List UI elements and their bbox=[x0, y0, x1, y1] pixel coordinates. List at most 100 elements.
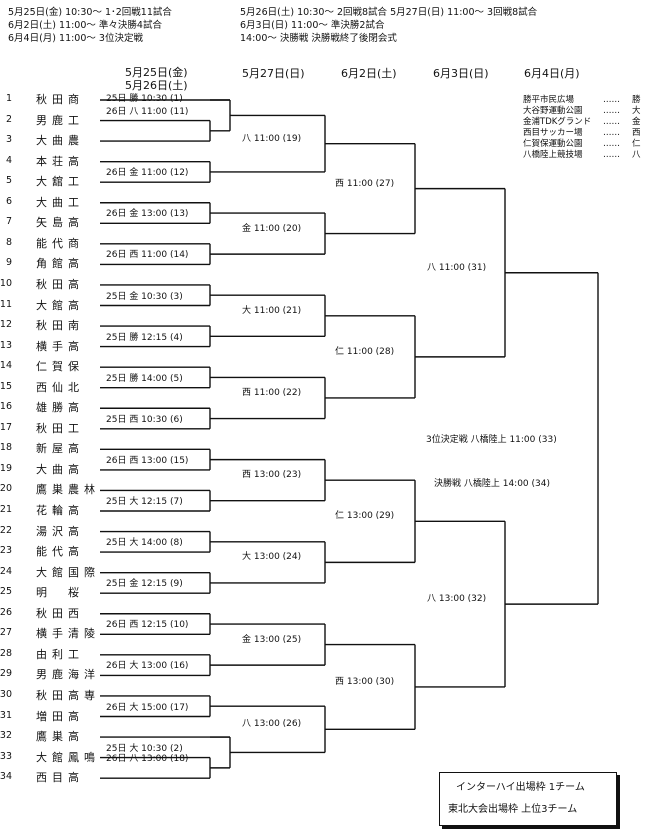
round1-match-label: 25日 勝 10:30 (1) bbox=[106, 94, 183, 104]
column-date-r1b: 5月26日(土) bbox=[125, 79, 188, 92]
venue-abbr: 大 bbox=[632, 106, 641, 116]
team-number: 28 bbox=[0, 647, 12, 659]
team-number: 27 bbox=[0, 627, 12, 639]
team-number: 22 bbox=[0, 524, 12, 536]
team-number: 24 bbox=[0, 565, 12, 577]
round1-match-label: 26日 西 13:00 (15) bbox=[106, 455, 189, 466]
team-number: 25 bbox=[0, 586, 12, 598]
round4-match-label: 八 11:00 (31) bbox=[427, 262, 487, 273]
round1-match-label: 26日 金 13:00 (13) bbox=[106, 209, 189, 220]
schedule-line-3: 6月4日(月) 11:00～ 3位決定戦 bbox=[8, 33, 143, 44]
venue-dots: …… bbox=[603, 117, 620, 127]
team-number: 3 bbox=[5, 134, 12, 146]
team-name: 西目高 bbox=[36, 771, 84, 785]
venue-name: 勝平市民広場 bbox=[523, 95, 575, 105]
team-number: 34 bbox=[0, 771, 12, 783]
team-name: 鷹巣高 bbox=[36, 730, 84, 744]
schedule-line-1: 5月25日(金) 10:30～ 1･2回戦11試合 bbox=[8, 7, 172, 18]
column-date-r5: 6月4日(月) bbox=[524, 67, 580, 80]
final-match: 決勝戦 八橋陸上 14:00 (34) bbox=[434, 479, 550, 489]
venue-dots: …… bbox=[603, 106, 620, 116]
team-number: 15 bbox=[0, 380, 12, 392]
team-name: 能代高 bbox=[36, 545, 84, 559]
team-name: 明 桜 bbox=[36, 586, 84, 600]
venue-name: 仁賀保運動公園 bbox=[523, 139, 583, 149]
round1-match-label: 25日 大 12:15 (7) bbox=[106, 497, 183, 507]
round3-match-label: 仁 11:00 (28) bbox=[335, 346, 395, 357]
venue-dots: …… bbox=[603, 139, 620, 149]
team-name: 男鹿工 bbox=[36, 113, 84, 127]
team-number: 18 bbox=[0, 442, 12, 454]
round1-match-label: 25日 勝 14:00 (5) bbox=[106, 373, 183, 384]
team-name: 横手高 bbox=[36, 339, 84, 353]
venue-name: 八橋陸上競技場 bbox=[523, 150, 583, 160]
team-number: 14 bbox=[0, 360, 12, 372]
round2-match-label: 西 13:00 (23) bbox=[242, 470, 302, 481]
round2-match-label: 大 11:00 (21) bbox=[242, 305, 302, 316]
team-number: 6 bbox=[5, 195, 12, 207]
schedule-line-5: 6月3日(日) 11:00～ 準決勝2試合 bbox=[240, 20, 385, 31]
column-date-r3: 6月2日(土) bbox=[341, 67, 397, 80]
team-name: 横手清陵 bbox=[36, 627, 100, 641]
team-name: 本荘高 bbox=[36, 154, 84, 168]
venue-abbr: 八 bbox=[632, 150, 641, 160]
team-number: 17 bbox=[0, 421, 12, 433]
round1-match-label: 26日 西 11:00 (14) bbox=[106, 250, 189, 261]
quota-box: インターハイ出場枠 1チーム 東北大会出場枠 上位3チーム bbox=[439, 772, 617, 826]
schedule-line-6: 14:00～ 決勝戦 決勝戦終了後閉会式 bbox=[240, 33, 397, 44]
team-name: 増田高 bbox=[36, 709, 84, 723]
team-number: 12 bbox=[0, 319, 12, 331]
third-place-match: 3位決定戦 八橋陸上 11:00 (33) bbox=[426, 435, 557, 445]
team-number: 4 bbox=[5, 154, 12, 166]
quota-interhigh: インターハイ出場枠 1チーム bbox=[456, 782, 585, 793]
team-name: 男鹿海洋 bbox=[36, 668, 100, 682]
round1-match-label: 26日 大 13:00 (16) bbox=[106, 661, 189, 672]
team-name: 大曲工 bbox=[36, 195, 84, 209]
team-name: 角館高 bbox=[36, 257, 84, 271]
team-name: 秋田南 bbox=[36, 319, 84, 333]
round1-match-label: 25日 大 10:30 (2) bbox=[106, 743, 183, 754]
venue-abbr: 勝 bbox=[632, 95, 641, 105]
team-name: 仁賀保 bbox=[36, 360, 84, 374]
venue-dots: …… bbox=[603, 95, 620, 105]
venue-name: 西目サッカー場 bbox=[523, 128, 583, 138]
team-number: 26 bbox=[0, 606, 12, 618]
round1-match-label: 25日 金 10:30 (3) bbox=[106, 291, 183, 302]
round2-match-label: 大 13:00 (24) bbox=[242, 552, 302, 563]
round3-match-label: 西 13:00 (30) bbox=[335, 676, 395, 687]
team-number: 16 bbox=[0, 401, 12, 413]
column-date-r1a: 5月25日(金) bbox=[125, 66, 188, 79]
team-name: 西仙北 bbox=[36, 380, 84, 394]
team-number: 31 bbox=[0, 709, 12, 721]
round3-match-label: 仁 13:00 (29) bbox=[335, 511, 395, 522]
team-number: 33 bbox=[0, 750, 12, 762]
venue-dots: …… bbox=[603, 150, 620, 160]
team-number: 7 bbox=[5, 216, 12, 228]
round4-match-label: 八 13:00 (32) bbox=[427, 594, 487, 605]
team-name: 大館国際 bbox=[36, 565, 100, 579]
team-name: 大館高 bbox=[36, 298, 84, 312]
column-date-r2: 5月27日(日) bbox=[242, 67, 305, 80]
round1-match-label: 25日 勝 12:15 (4) bbox=[106, 332, 183, 343]
team-number: 10 bbox=[0, 277, 12, 289]
team-name: 秋田高専 bbox=[36, 688, 100, 702]
team-name: 新屋高 bbox=[36, 442, 84, 456]
round1-match-label: 26日 八 11:00 (11) bbox=[106, 106, 189, 117]
round2-match-label: 八 11:00 (19) bbox=[242, 133, 302, 144]
team-name: 秋田高 bbox=[36, 277, 84, 291]
team-name: 湯沢高 bbox=[36, 524, 84, 538]
team-name: 能代商 bbox=[36, 236, 84, 250]
round1-match-label: 26日 大 15:00 (17) bbox=[106, 702, 189, 713]
column-date-r4: 6月3日(日) bbox=[433, 67, 489, 80]
team-name: 秋田西 bbox=[36, 606, 84, 620]
round2-match-label: 八 13:00 (26) bbox=[242, 719, 302, 730]
round3-match-label: 西 11:00 (27) bbox=[335, 178, 395, 189]
round1-match-label: 25日 西 10:30 (6) bbox=[106, 414, 183, 425]
team-number: 19 bbox=[0, 462, 12, 474]
round1-match-label: 26日 西 12:15 (10) bbox=[106, 620, 189, 631]
team-name: 花輪高 bbox=[36, 504, 84, 517]
round2-match-label: 西 11:00 (22) bbox=[242, 387, 302, 398]
venue-dots: …… bbox=[603, 128, 620, 138]
team-number: 9 bbox=[5, 257, 12, 269]
